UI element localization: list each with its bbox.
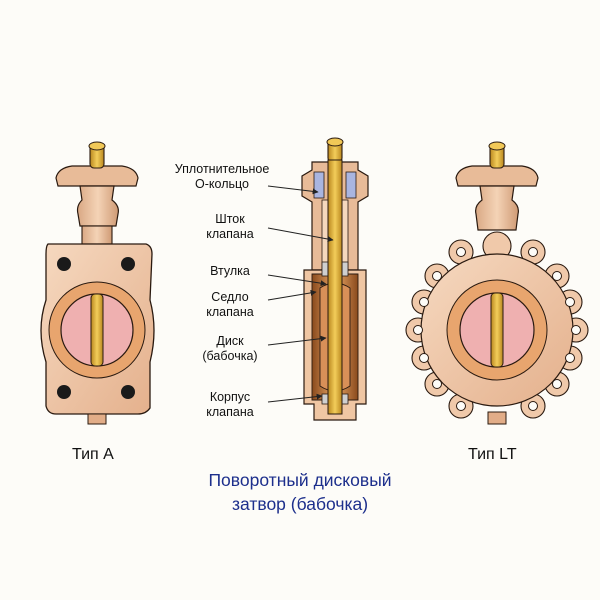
view-label-type-lt: Тип LT — [468, 446, 517, 463]
diagram-title: Поворотный дисковый затвор (бабочка) — [0, 468, 600, 516]
o-ring-seal — [313, 171, 325, 199]
bolt-hole — [57, 385, 71, 399]
bolt-hole — [121, 385, 135, 399]
part-label-bushing: Втулка — [210, 264, 250, 278]
part-label-seat: Седло клапана — [206, 290, 254, 319]
valve-type-lt — [405, 141, 589, 425]
part-label-body: Корпус клапана — [206, 390, 254, 419]
bolt-hole — [57, 257, 71, 271]
o-ring-seal — [345, 171, 357, 199]
valve-cross-section — [301, 137, 369, 421]
bolt-hole — [121, 257, 135, 271]
part-label-disc: Диск (бабочка) — [202, 334, 258, 363]
lug-holes — [413, 247, 581, 411]
diagram-title-line-1: Поворотный дисковый — [208, 470, 392, 490]
diagram-title-line-2: затвор (бабочка) — [231, 494, 369, 514]
view-label-type-a: Тип A — [72, 446, 114, 463]
part-label-seal: Уплотнительное О-кольцо — [174, 162, 270, 191]
leader-lines — [267, 185, 334, 403]
part-label-stem: Шток клапана — [206, 212, 254, 241]
valve-type-a — [40, 141, 155, 425]
stem — [327, 159, 343, 415]
